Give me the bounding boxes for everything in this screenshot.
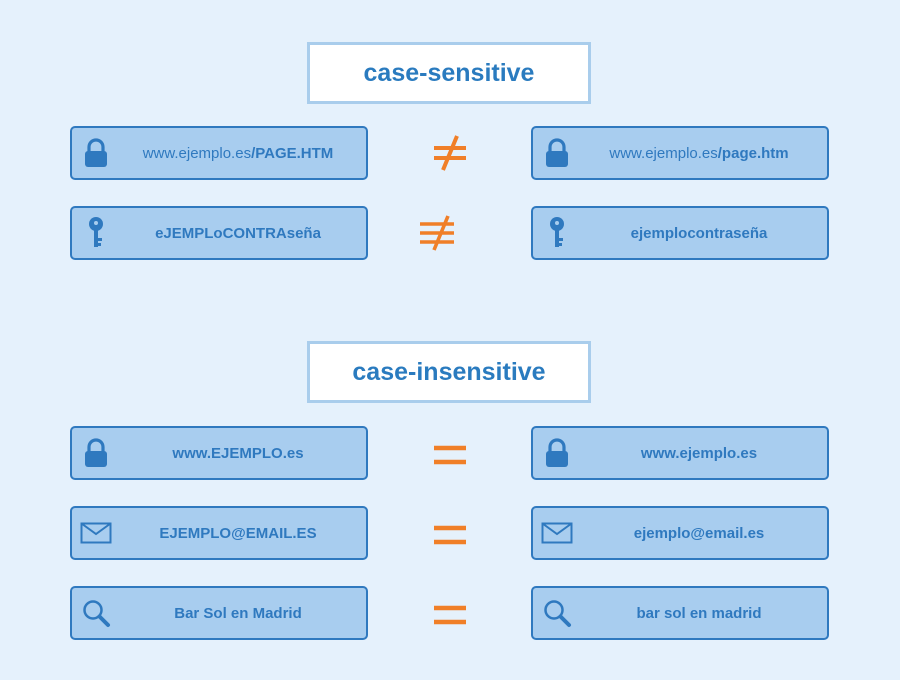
key-icon [533, 208, 581, 258]
search-icon [72, 588, 120, 638]
email-text: ejemplo@email.es [633, 524, 765, 542]
lock-icon [533, 428, 581, 478]
domain-text: www.EJEMPLO.es [172, 444, 304, 462]
email-text: EJEMPLO@EMAIL.ES [159, 524, 317, 542]
equal-sign [420, 510, 480, 560]
search-box-lowercase: bar sol en madrid [531, 586, 829, 640]
url-text: www.ejemplo.es/PAGE.HTM [142, 144, 334, 162]
lock-icon [72, 428, 120, 478]
envelope-icon [533, 508, 581, 558]
password-box-mixed-case: eJEMPLoCONTRAseña [70, 206, 368, 260]
url-box-lowercase: www.ejemplo.es/page.htm [531, 126, 829, 180]
domain-text: www.ejemplo.es [640, 444, 758, 462]
lock-icon [533, 128, 581, 178]
not-equivalent-sign [408, 208, 468, 258]
domain-box-lowercase: www.ejemplo.es [531, 426, 829, 480]
email-box-lowercase: ejemplo@email.es [531, 506, 829, 560]
domain-box-uppercase: www.EJEMPLO.es [70, 426, 368, 480]
password-box-lowercase: ejemplocontraseña [531, 206, 829, 260]
url-text: www.ejemplo.es/page.htm [609, 144, 789, 162]
section-title-case-insensitive: case-insensitive [307, 341, 591, 403]
lock-icon [72, 128, 120, 178]
search-icon [533, 588, 581, 638]
not-equal-sign [420, 128, 480, 178]
equal-sign [420, 430, 480, 480]
email-box-uppercase: EJEMPLO@EMAIL.ES [70, 506, 368, 560]
password-text: ejemplocontraseña [630, 224, 768, 242]
url-box-uppercase: www.ejemplo.es/PAGE.HTM [70, 126, 368, 180]
search-text: Bar Sol en Madrid [174, 604, 302, 622]
envelope-icon [72, 508, 120, 558]
password-text: eJEMPLoCONTRAseña [155, 224, 321, 242]
search-text: bar sol en madrid [636, 604, 762, 622]
search-box-titlecase: Bar Sol en Madrid [70, 586, 368, 640]
equal-sign [420, 590, 480, 640]
section-title-case-sensitive: case-sensitive [307, 42, 591, 104]
key-icon [72, 208, 120, 258]
